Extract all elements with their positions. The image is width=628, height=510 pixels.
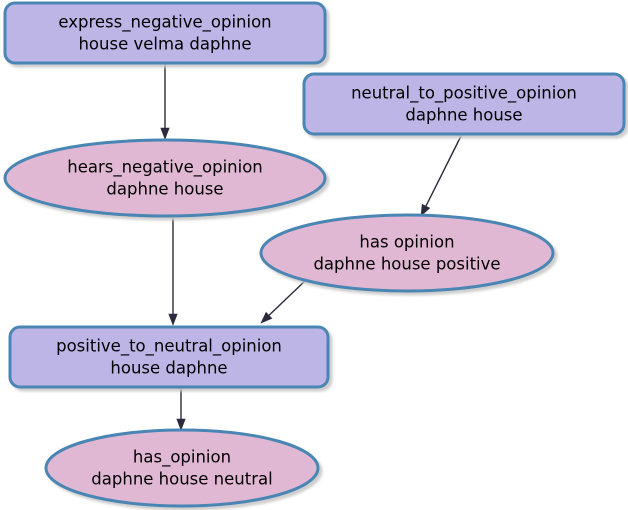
graph-edge — [160, 64, 170, 140]
node-label-line2: daphne house positive — [313, 255, 500, 274]
edges-layer — [160, 64, 462, 431]
node-ellipse[interactable] — [3, 138, 327, 218]
node-label-line2: house daphne — [110, 359, 227, 378]
graph-edge — [260, 278, 308, 324]
graph-node-has-opinion-positive[interactable]: has opinion daphne house positive — [259, 213, 555, 293]
edge-arrowhead — [160, 127, 170, 140]
node-rounded-rect[interactable] — [8, 325, 330, 389]
edge-arrowhead — [260, 311, 273, 324]
node-label-line1: positive_to_neutral_opinion — [56, 337, 282, 357]
node-label-line1: hears_negative_opinion — [67, 158, 263, 178]
node-label-line2: house velma daphne — [78, 35, 251, 54]
node-label-line2: daphne house — [106, 180, 223, 199]
edge-arrowhead — [176, 418, 186, 431]
graph-edge — [176, 388, 186, 431]
node-label-line1: express_negative_opinion — [58, 13, 271, 33]
node-label-line2: daphne house neutral — [91, 470, 272, 489]
node-label-line1: neutral_to_positive_opinion — [351, 84, 577, 104]
node-rounded-rect[interactable] — [302, 72, 626, 136]
edge-arrowhead — [420, 203, 431, 217]
node-rounded-rect[interactable] — [3, 1, 327, 65]
node-ellipse[interactable] — [44, 428, 320, 508]
edge-line — [268, 278, 308, 316]
graph-edge — [168, 218, 178, 326]
edge-line — [425, 135, 462, 207]
node-ellipse[interactable] — [259, 213, 555, 293]
node-label-line2: daphne house — [405, 106, 522, 125]
node-label-line1: has_opinion — [133, 448, 231, 468]
node-label-line1: has opinion — [359, 233, 454, 252]
edge-arrowhead — [168, 313, 178, 326]
graph-edge — [420, 135, 462, 217]
